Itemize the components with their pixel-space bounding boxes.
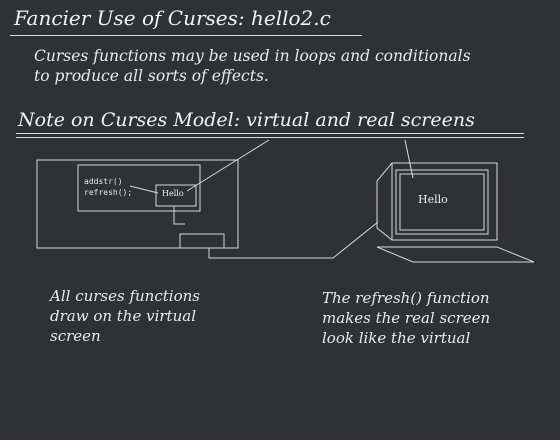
- virtual-window: [77, 164, 201, 212]
- code-to-hello-line: [129, 185, 159, 194]
- heading-pointer-line: [186, 139, 270, 192]
- virtual-hello-box: [155, 184, 197, 207]
- caption-real-line-1: The refresh() function: [322, 289, 490, 307]
- note-underline-2: [16, 137, 524, 138]
- keyboard: [376, 246, 535, 263]
- slide-title: Fancier Use of Curses: hello2.c: [14, 6, 331, 30]
- caption-real: The refresh() function makes the real sc…: [322, 288, 490, 348]
- caption-virtual-line-3: screen: [50, 327, 101, 345]
- connector-line: [173, 206, 185, 225]
- title-underline: [10, 35, 362, 36]
- virtual-screen-frame: [36, 159, 239, 249]
- note-heading: Note on Curses Model: virtual and real s…: [18, 109, 475, 131]
- virtual-hello-text: Hello: [162, 189, 184, 198]
- intro-text: Curses functions may be used in loops an…: [34, 46, 471, 86]
- real-screen-pointer-line: [404, 139, 414, 179]
- caption-real-line-3: look like the virtual: [322, 329, 471, 347]
- note-underline-1: [16, 133, 524, 134]
- caption-virtual-line-2: draw on the virtual: [50, 307, 196, 325]
- real-hello-text: Hello: [418, 193, 448, 206]
- caption-virtual: All curses functions draw on the virtual…: [50, 286, 200, 346]
- caption-virtual-line-1: All curses functions: [50, 287, 200, 305]
- caption-real-line-2: makes the real screen: [322, 309, 491, 327]
- intro-line-2: to produce all sorts of effects.: [34, 67, 269, 85]
- virtual-output-box: [179, 233, 225, 249]
- monitor-screen: [395, 169, 489, 235]
- intro-line-1: Curses functions may be used in loops an…: [34, 47, 471, 65]
- code-line-addstr: addstr(): [84, 177, 123, 186]
- code-line-refresh: refresh();: [84, 188, 133, 197]
- refresh-path-line: [208, 221, 379, 259]
